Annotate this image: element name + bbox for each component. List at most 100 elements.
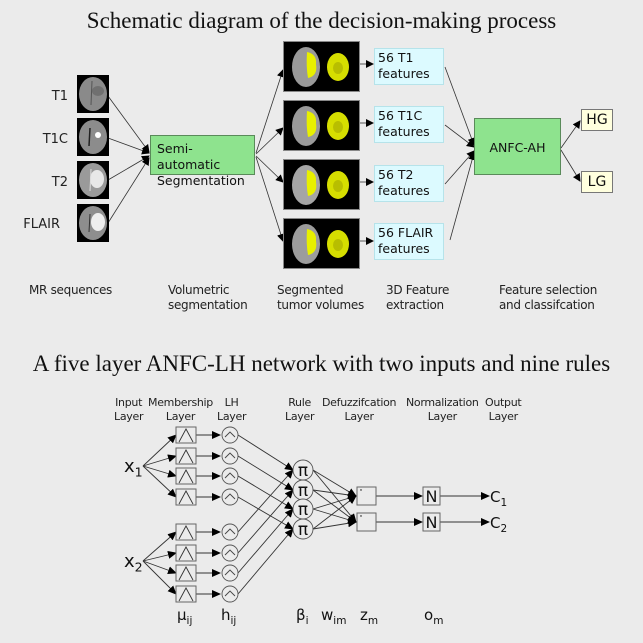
gaussian-icon — [178, 587, 194, 602]
variable-label-3: wim — [321, 606, 346, 627]
lh-node — [221, 426, 239, 444]
lh-node — [221, 523, 239, 541]
feature-box-t2: 56 T2 features — [374, 165, 444, 202]
mri-image-flair — [77, 204, 109, 242]
hedge-icon — [224, 493, 236, 500]
arrow-flair-to-seg — [107, 157, 150, 224]
top-diagram-connectors — [107, 60, 581, 245]
gaussian-icon — [178, 546, 194, 561]
input-node-1: x1 — [124, 456, 143, 480]
feature-box-t1: 56 T1 features — [374, 48, 444, 85]
edge-lh-to-rule — [237, 508, 294, 574]
mr-label-t1c: T1C — [42, 132, 68, 147]
pi-icon: π — [298, 500, 308, 520]
segmentation-line1: Semi-automatic — [157, 141, 221, 172]
pi-icon: π — [298, 461, 308, 481]
edge-rule-to-defuzz — [312, 519, 357, 530]
membership-node — [175, 447, 239, 465]
pi-icon: π — [298, 520, 308, 540]
hedge-icon — [224, 549, 236, 556]
membership-node — [175, 523, 239, 541]
mri-image-t1c — [77, 118, 109, 156]
arrow-anfc-to-hg — [560, 120, 581, 149]
tumor-volume-t1 — [283, 41, 360, 92]
hedge-icon — [224, 431, 236, 438]
output-node-2: C2 — [490, 514, 507, 535]
gaussian-icon — [178, 566, 194, 581]
arrow-t1c-to-seg — [107, 137, 150, 155]
top-diagram-title: Schematic diagram of the decision-making… — [86, 8, 557, 33]
lh-node — [221, 544, 239, 562]
stage-label-mr: MR sequences — [29, 283, 112, 297]
tumor-volume-t1c — [283, 100, 360, 151]
defuzz-node — [356, 486, 377, 506]
arrow-feat2-to-anfc — [444, 124, 475, 148]
norm-label: N — [426, 513, 438, 532]
feature-word: features — [378, 241, 430, 256]
segmentation-box: Semi-automatic Segmentation — [150, 135, 255, 188]
arrow-t1-to-seg — [107, 95, 150, 153]
membership-node — [175, 544, 239, 562]
output-hg: HG — [581, 109, 613, 131]
bottom-diagram-title: A five layer ANFC-LH network with two in… — [32, 351, 611, 376]
variable-label-2: βi — [296, 606, 309, 627]
edge-rule-to-defuzz — [312, 469, 357, 497]
norm-label: N — [426, 487, 438, 506]
edge-lh-to-rule — [237, 455, 294, 491]
feature-word: features — [378, 183, 430, 198]
arrow-seg-to-vol1 — [255, 69, 285, 154]
tumor-volume-t2 — [283, 159, 360, 210]
membership-node — [175, 585, 239, 603]
feature-word: features — [378, 66, 430, 81]
lh-node — [221, 467, 239, 485]
arrow-seg-to-vol2 — [255, 127, 284, 155]
feature-count: 56 T2 — [378, 167, 414, 182]
edge-input-to-mf — [142, 560, 177, 595]
lh-node — [221, 585, 239, 603]
lh-node — [221, 564, 239, 582]
norm-node — [422, 512, 441, 532]
arrow-feat1-to-anfc — [444, 66, 476, 146]
gaussian-icon — [178, 428, 194, 443]
defuzz-dot — [360, 489, 362, 491]
variable-label-0: μij — [177, 606, 192, 627]
network-edges — [142, 431, 490, 598]
gaussian-icon — [178, 449, 194, 464]
pi-icon: π — [298, 481, 308, 501]
classifier-box: ANFC-AH — [474, 118, 561, 175]
edge-input-to-mf — [142, 550, 177, 562]
norm-node — [422, 486, 441, 506]
mri-image-t2 — [77, 161, 109, 199]
edge-rule-to-defuzz — [312, 508, 357, 524]
feature-count: 56 T1C — [378, 108, 423, 123]
variable-label-4: zm — [360, 606, 378, 627]
mr-label-t1: T1 — [51, 89, 68, 104]
variable-label-5: om — [424, 606, 443, 627]
hedge-icon — [224, 452, 236, 459]
feature-count: 56 T1 — [378, 50, 414, 65]
edge-lh-to-rule — [237, 489, 294, 554]
hedge-icon — [224, 569, 236, 576]
edge-input-to-mf — [142, 434, 177, 467]
edge-lh-to-rule — [237, 528, 294, 595]
defuzz-dot — [360, 515, 362, 517]
output-node-1: C1 — [490, 488, 507, 509]
hedge-icon — [224, 590, 236, 597]
output-lg: LG — [581, 171, 613, 193]
edge-lh-to-rule — [237, 434, 294, 471]
edge-rule-to-defuzz — [312, 469, 357, 523]
hedge-icon — [224, 528, 236, 535]
lh-node — [221, 488, 239, 506]
input-node-2: x2 — [124, 551, 143, 575]
